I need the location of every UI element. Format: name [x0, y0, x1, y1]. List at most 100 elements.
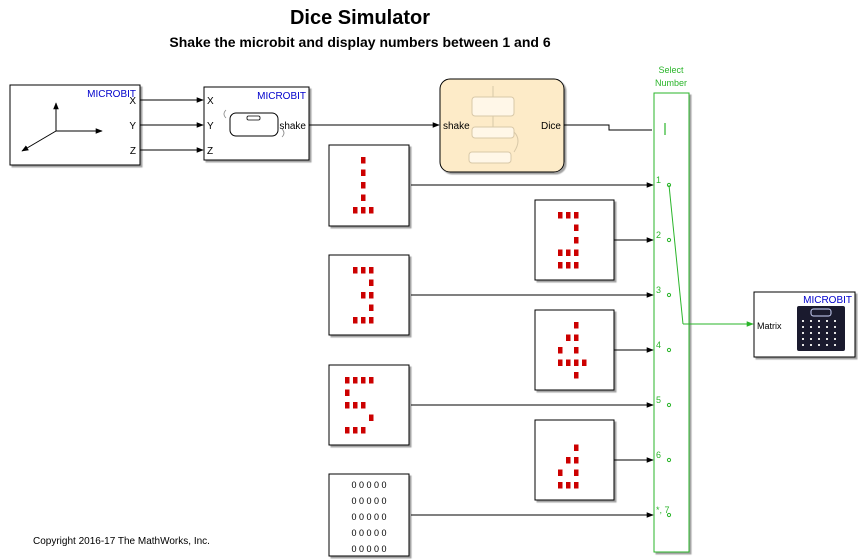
chart-port-dice: Dice: [541, 121, 561, 132]
led-cell: [582, 359, 587, 366]
led-cell: [369, 317, 374, 324]
port-x-in: X: [207, 96, 214, 107]
led-cell: [369, 377, 374, 384]
port-shake-out: shake: [279, 121, 306, 132]
led-cell: [558, 262, 563, 269]
zero-row-2: 0 0 0 0 0: [351, 496, 386, 506]
led-cell: [369, 292, 374, 299]
led-cell: [345, 389, 350, 396]
led-cell: [361, 292, 366, 299]
selector-title-2: Number: [655, 78, 687, 88]
zero-row-1: 0 0 0 0 0: [351, 480, 386, 490]
led-cell: [574, 322, 579, 329]
led-cell: [353, 317, 358, 324]
led-cell: [369, 414, 374, 421]
led-cell: [574, 482, 579, 489]
led-cell: [566, 359, 571, 366]
dice-pattern-6[interactable]: [534, 419, 615, 501]
led-cell: [345, 402, 350, 409]
led-cell: [361, 207, 366, 214]
led-cell: [361, 377, 366, 384]
dice-chart-block[interactable]: shake Dice: [439, 78, 565, 173]
matrix-port: Matrix: [757, 321, 782, 331]
port-y-in: Y: [207, 121, 214, 132]
accelerometer-block[interactable]: MICROBIT X Y Z: [9, 84, 141, 166]
led-cell: [369, 304, 374, 311]
led-cell: [574, 469, 579, 476]
led-cell: [361, 402, 366, 409]
selector-port-4: 4: [656, 340, 661, 350]
led-cell: [574, 359, 579, 366]
select-number-switch[interactable]: Select Number 1 2 3 4 5 6 *, 7: [653, 65, 690, 553]
led-cell: [558, 212, 563, 219]
selector-port-5: 5: [656, 395, 661, 405]
selector-title-1: Select: [658, 65, 684, 75]
led-cell: [574, 372, 579, 379]
dice-pattern-1[interactable]: [328, 144, 410, 227]
selector-port-default: *, 7: [656, 505, 670, 515]
diagram-subtitle: Shake the microbit and display numbers b…: [169, 34, 551, 50]
led-cell: [558, 249, 563, 256]
led-cell: [558, 469, 563, 476]
led-cell: [574, 212, 579, 219]
led-cell: [345, 427, 350, 434]
diagram-title: Dice Simulator: [289, 7, 431, 29]
led-cell: [574, 457, 579, 464]
led-cell: [353, 377, 358, 384]
led-cell: [369, 279, 374, 286]
port-y-out: Y: [129, 121, 136, 132]
dice-pattern-5[interactable]: [328, 364, 410, 446]
matrix-badge: MICROBIT: [803, 295, 852, 306]
port-z-in: Z: [207, 146, 213, 157]
led-cell: [566, 212, 571, 219]
led-cell: [558, 347, 563, 354]
selector-port-6: 6: [656, 450, 661, 460]
matrix-display-block[interactable]: MICROBIT Matrix: [753, 291, 856, 358]
selector-port-3: 3: [656, 285, 661, 295]
led-cell: [574, 237, 579, 244]
led-cell: [353, 402, 358, 409]
port-x-out: X: [129, 96, 136, 107]
selector-port-1: 1: [656, 175, 661, 185]
signal-lines: [140, 97, 654, 518]
led-cell: [574, 334, 579, 341]
led-cell: [566, 334, 571, 341]
accelerometer-badge: MICROBIT: [87, 89, 136, 100]
led-cell: [574, 249, 579, 256]
led-cell: [353, 207, 358, 214]
led-cell: [361, 317, 366, 324]
chart-port-shake: shake: [443, 121, 470, 132]
port-z-out: Z: [130, 146, 136, 157]
dice-pattern-4[interactable]: [534, 309, 615, 391]
led-cell: [345, 377, 350, 384]
led-cell: [574, 262, 579, 269]
led-cell: [566, 457, 571, 464]
led-cell: [361, 267, 366, 274]
led-cell: [361, 182, 366, 189]
led-cell: [361, 427, 366, 434]
microbit-shake-icon: [223, 109, 285, 138]
led-cell: [566, 249, 571, 256]
led-cell: [574, 444, 579, 451]
chart-icon: [468, 86, 519, 164]
led-cell: [369, 207, 374, 214]
led-cell: [574, 224, 579, 231]
zero-row-3: 0 0 0 0 0: [351, 512, 386, 522]
dice-pattern-2[interactable]: [534, 199, 615, 281]
led-cell: [558, 359, 563, 366]
shake-detector-block[interactable]: MICROBIT X Y Z shake: [203, 86, 310, 161]
axes-icon: [21, 102, 103, 152]
zero-row-5: 0 0 0 0 0: [351, 544, 386, 554]
led-cell: [566, 482, 571, 489]
led-cell: [369, 267, 374, 274]
led-cell: [353, 427, 358, 434]
led-cell: [353, 267, 358, 274]
led-cell: [558, 482, 563, 489]
zero-matrix-constant[interactable]: 0 0 0 0 0 0 0 0 0 0 0 0 0 0 0 0 0 0 0 0 …: [328, 473, 410, 557]
dice-pattern-3[interactable]: [328, 254, 410, 336]
zero-row-4: 0 0 0 0 0: [351, 528, 386, 538]
led-cell: [361, 157, 366, 164]
shake-detector-badge: MICROBIT: [257, 91, 306, 102]
microbit-board-icon: [797, 306, 845, 351]
